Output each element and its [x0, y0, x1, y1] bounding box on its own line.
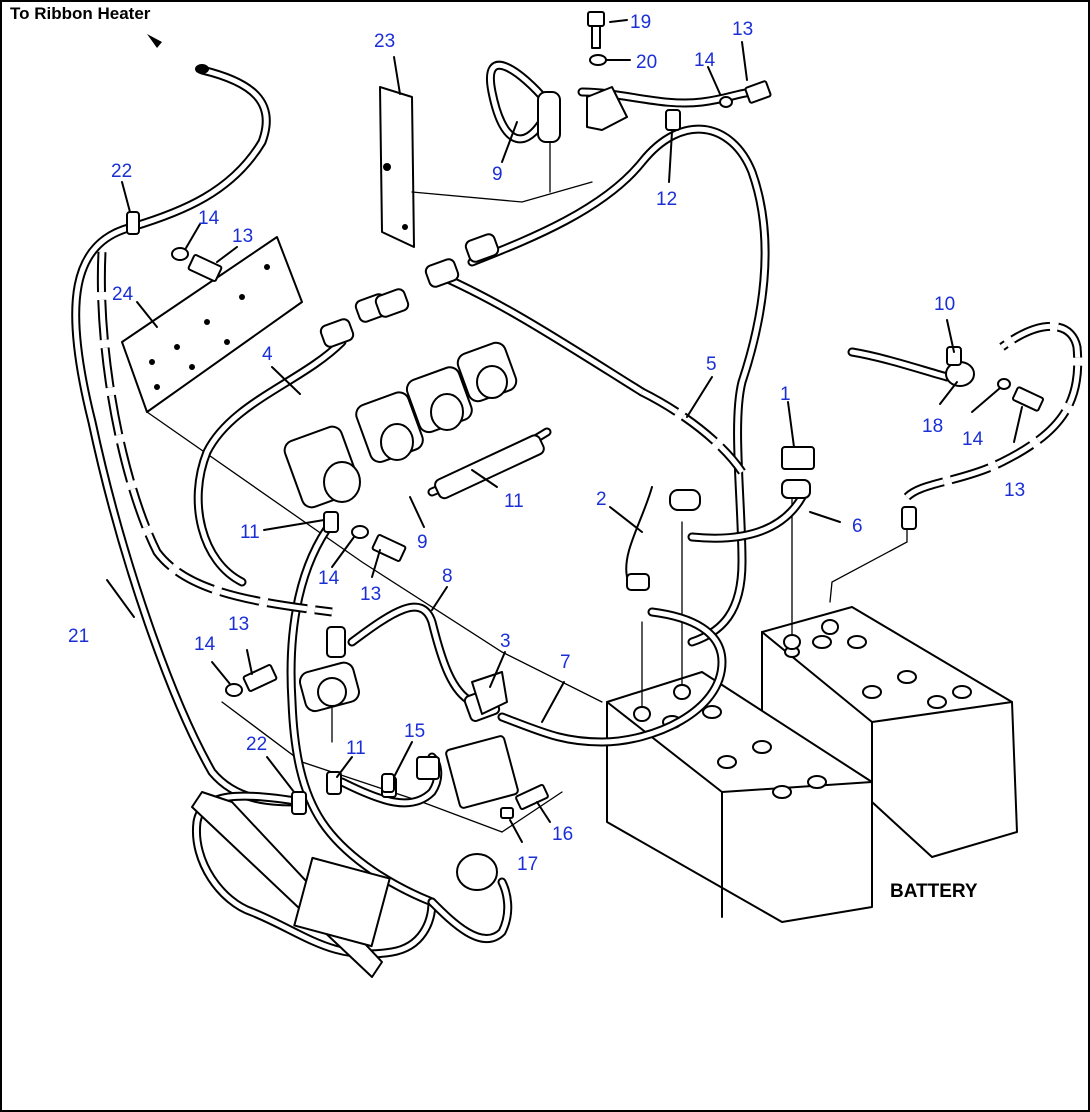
harness-cables — [71, 60, 1083, 959]
frame-lines — [146, 96, 908, 833]
part-label-6: 6 — [852, 516, 863, 537]
part-label-3: 3 — [500, 631, 511, 652]
part-label-11-left: 11 — [240, 522, 260, 543]
part-label-5: 5 — [706, 354, 717, 375]
part-label-22-lower: 22 — [246, 734, 267, 755]
part-label-15: 15 — [404, 721, 425, 742]
leader-lines — [106, 19, 1023, 843]
mounting-plate-24 — [121, 236, 303, 413]
battery-front — [606, 671, 873, 923]
part-label-21: 21 — [68, 626, 89, 647]
part-label-4: 4 — [262, 344, 273, 365]
part-label-14-right: 14 — [962, 429, 984, 450]
part-label-10: 10 — [934, 294, 955, 315]
part-label-13-top-right: 13 — [732, 19, 753, 40]
part-number-labels: 1 2 3 4 5 6 7 8 9 9 10 11 11 11 12 13 13… — [68, 12, 1025, 875]
part-label-2: 2 — [596, 489, 607, 510]
lower-modules — [191, 626, 519, 978]
part-label-18: 18 — [922, 416, 943, 437]
part-label-12: 12 — [656, 189, 677, 210]
part-label-8: 8 — [442, 566, 453, 587]
part-label-14-top-right: 14 — [694, 50, 716, 71]
part-label-7: 7 — [560, 652, 571, 673]
part-label-16: 16 — [552, 824, 573, 845]
part-label-13-left: 13 — [232, 226, 253, 247]
part-label-22-top: 22 — [111, 161, 132, 182]
ribbon-heater-caption: To Ribbon Heater — [10, 4, 151, 23]
part-label-1: 1 — [780, 384, 791, 405]
battery-caption: BATTERY — [890, 881, 978, 902]
part-label-11-lower: 11 — [346, 738, 366, 759]
part-label-13-lower: 13 — [228, 614, 249, 635]
part-label-11-tube: 11 — [504, 491, 524, 512]
part-label-9-mid: 9 — [417, 532, 428, 553]
relay-cluster — [283, 233, 552, 509]
part-label-23: 23 — [374, 31, 395, 52]
part-label-13-right: 13 — [1004, 480, 1025, 501]
part-label-14-middle: 14 — [318, 568, 340, 589]
part-label-20: 20 — [636, 52, 657, 73]
hardware-parts — [126, 11, 1044, 819]
part-label-17: 17 — [517, 854, 538, 875]
part-label-13-middle: 13 — [360, 584, 381, 605]
part-label-24: 24 — [112, 284, 134, 305]
part-label-9-top: 9 — [492, 164, 503, 185]
part-label-14-lower: 14 — [194, 634, 216, 655]
part-label-19: 19 — [630, 12, 651, 33]
bracket-23 — [379, 86, 415, 248]
part-label-14-left: 14 — [198, 208, 220, 229]
